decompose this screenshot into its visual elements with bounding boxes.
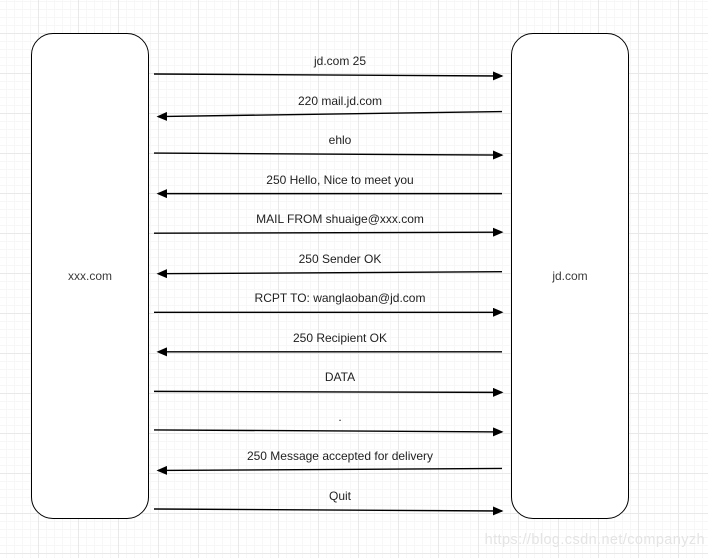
message-arrow-left	[156, 269, 503, 279]
message-label: 250 Hello, Nice to meet you	[266, 172, 414, 187]
csdn-watermark: https://blog.csdn.net/companyzh	[484, 532, 705, 548]
actor-label-jd-com: jd.com	[552, 269, 588, 283]
message-arrow-right	[153, 71, 504, 81]
message-label: DATA	[324, 370, 356, 385]
message-label: 250 Sender OK	[298, 251, 382, 266]
message-arrow-right	[153, 150, 504, 160]
message-arrow-left	[156, 110, 503, 121]
message-arrow-right	[153, 227, 504, 237]
message-label: 250 Recipient OK	[292, 330, 388, 345]
message-label: 250 Message accepted for delivery	[246, 449, 434, 464]
message-label: 220 mail.jd.com	[297, 93, 383, 108]
actor-box-jd-com: jd.com	[511, 33, 629, 519]
message-label: MAIL FROM shuaige@xxx.com	[256, 212, 424, 227]
actor-label-xxx-com: xxx.com	[67, 269, 112, 283]
actor-box-xxx-com: xxx.com	[31, 33, 149, 519]
message-label: .	[338, 409, 342, 424]
message-arrow-right	[153, 387, 504, 397]
message-label: RCPT TO: wanglaoban@jd.com	[254, 291, 426, 306]
message-arrow-right	[153, 506, 504, 516]
message-label: ehlo	[328, 133, 352, 148]
message-label: Quit	[328, 489, 351, 503]
message-arrow-right	[153, 427, 504, 437]
message-label: jd.com 25	[313, 54, 367, 68]
message-arrow-left	[156, 465, 503, 475]
